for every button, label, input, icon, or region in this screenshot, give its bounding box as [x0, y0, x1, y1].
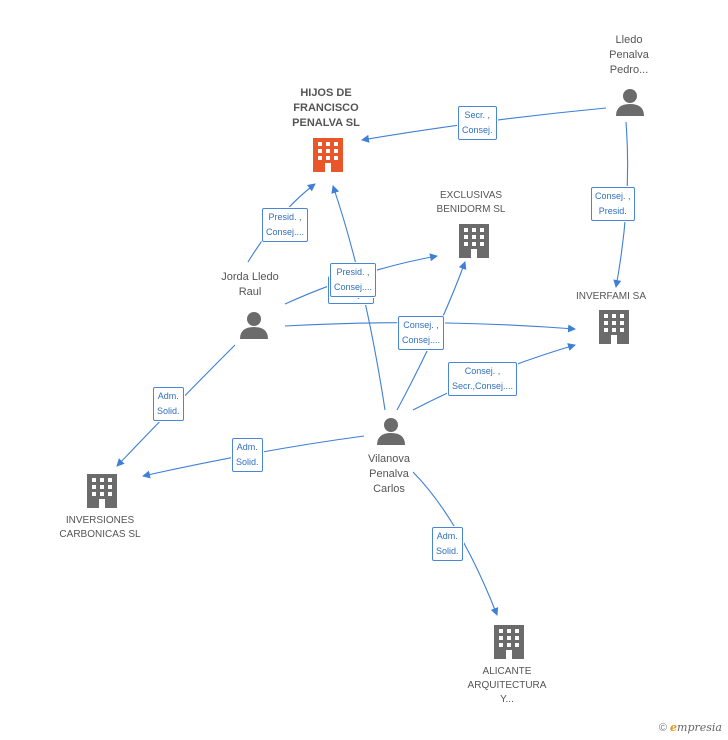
edge-label-line: Consej. — [462, 125, 493, 135]
building-icon — [494, 625, 524, 659]
edge-label-lledo-hijos: Secr. , Consej. — [458, 106, 497, 140]
edge-label-line: Presid. , — [268, 212, 302, 222]
edge-label-jorda-hijos: Presid. , Consej.... — [262, 208, 309, 242]
edge-label-line: Consej. , — [595, 191, 631, 201]
company-label-exclusivas[interactable]: EXCLUSIVAS BENIDORM SL — [436, 190, 506, 215]
edge-label-line: Consej.... — [266, 227, 305, 237]
edge-label-vilanova-inversiones: Adm. Solid. — [232, 438, 263, 472]
person-icon — [240, 312, 268, 339]
person-icon — [616, 89, 644, 116]
person-label-lledo[interactable]: Lledo Penalva Pedro... — [609, 34, 649, 76]
building-icon — [599, 310, 629, 344]
edge-label-line: Adm. — [236, 442, 258, 452]
edge-label-vilanova-alicante: Adm. Solid. — [432, 527, 463, 561]
footer-brand[interactable]: © empresia — [659, 721, 722, 734]
edge-label-line: Solid. — [236, 457, 259, 467]
copyright-symbol: © — [658, 722, 667, 734]
edge-label-line: Consej.... — [334, 282, 373, 292]
building-icon — [87, 474, 117, 508]
edge-label-line: Presid. , — [336, 267, 370, 277]
building-icon — [459, 224, 489, 258]
edge-label-vilanova-inverfami: Consej. , Secr.,Consej.... — [448, 362, 518, 396]
brand-initial: e — [670, 721, 678, 734]
edge-label-jorda-inverfami: Consej. , Consej.... — [398, 316, 445, 350]
company-label-inverfami[interactable]: INVERFAMI SA — [575, 291, 646, 302]
edge-label-line: Consej. , — [403, 320, 439, 330]
brand-name: mpresia — [677, 721, 722, 734]
edge-label-lledo-inverfami: Consej. , Presid. — [591, 187, 635, 221]
edge-label-line: Adm. — [157, 391, 179, 401]
person-label-jorda[interactable]: Jorda Lledo Raul — [221, 271, 279, 298]
building-icon — [313, 138, 343, 172]
company-label-hijos[interactable]: HIJOS DE FRANCISCO PENALVA SL — [292, 87, 360, 129]
edge-label-line: Adm. — [436, 531, 458, 541]
edge-label-line: Consej. , — [464, 366, 501, 376]
edge-label-jorda-inversiones: Adm. Solid. — [153, 387, 184, 421]
company-label-alicante[interactable]: ALICANTE ARQUITECTURA Y... — [467, 666, 547, 705]
edge-label-line: Solid. — [157, 406, 180, 416]
edge-label-line: Consej.... — [402, 335, 441, 345]
company-label-inversiones[interactable]: INVERSIONES CARBONICAS SL — [59, 515, 141, 540]
person-label-vilanova[interactable]: Vilanova Penalva Carlos — [368, 453, 410, 495]
edge-label-line: Solid. — [436, 546, 459, 556]
edge-label-line: Secr. , — [464, 110, 491, 120]
person-icon — [377, 418, 405, 445]
edge-label-jorda-exclusivas: Presid. , Consej.... — [330, 263, 377, 297]
edge-label-line: Presid. — [598, 206, 627, 216]
edge-label-line: Secr.,Consej.... — [452, 381, 514, 391]
